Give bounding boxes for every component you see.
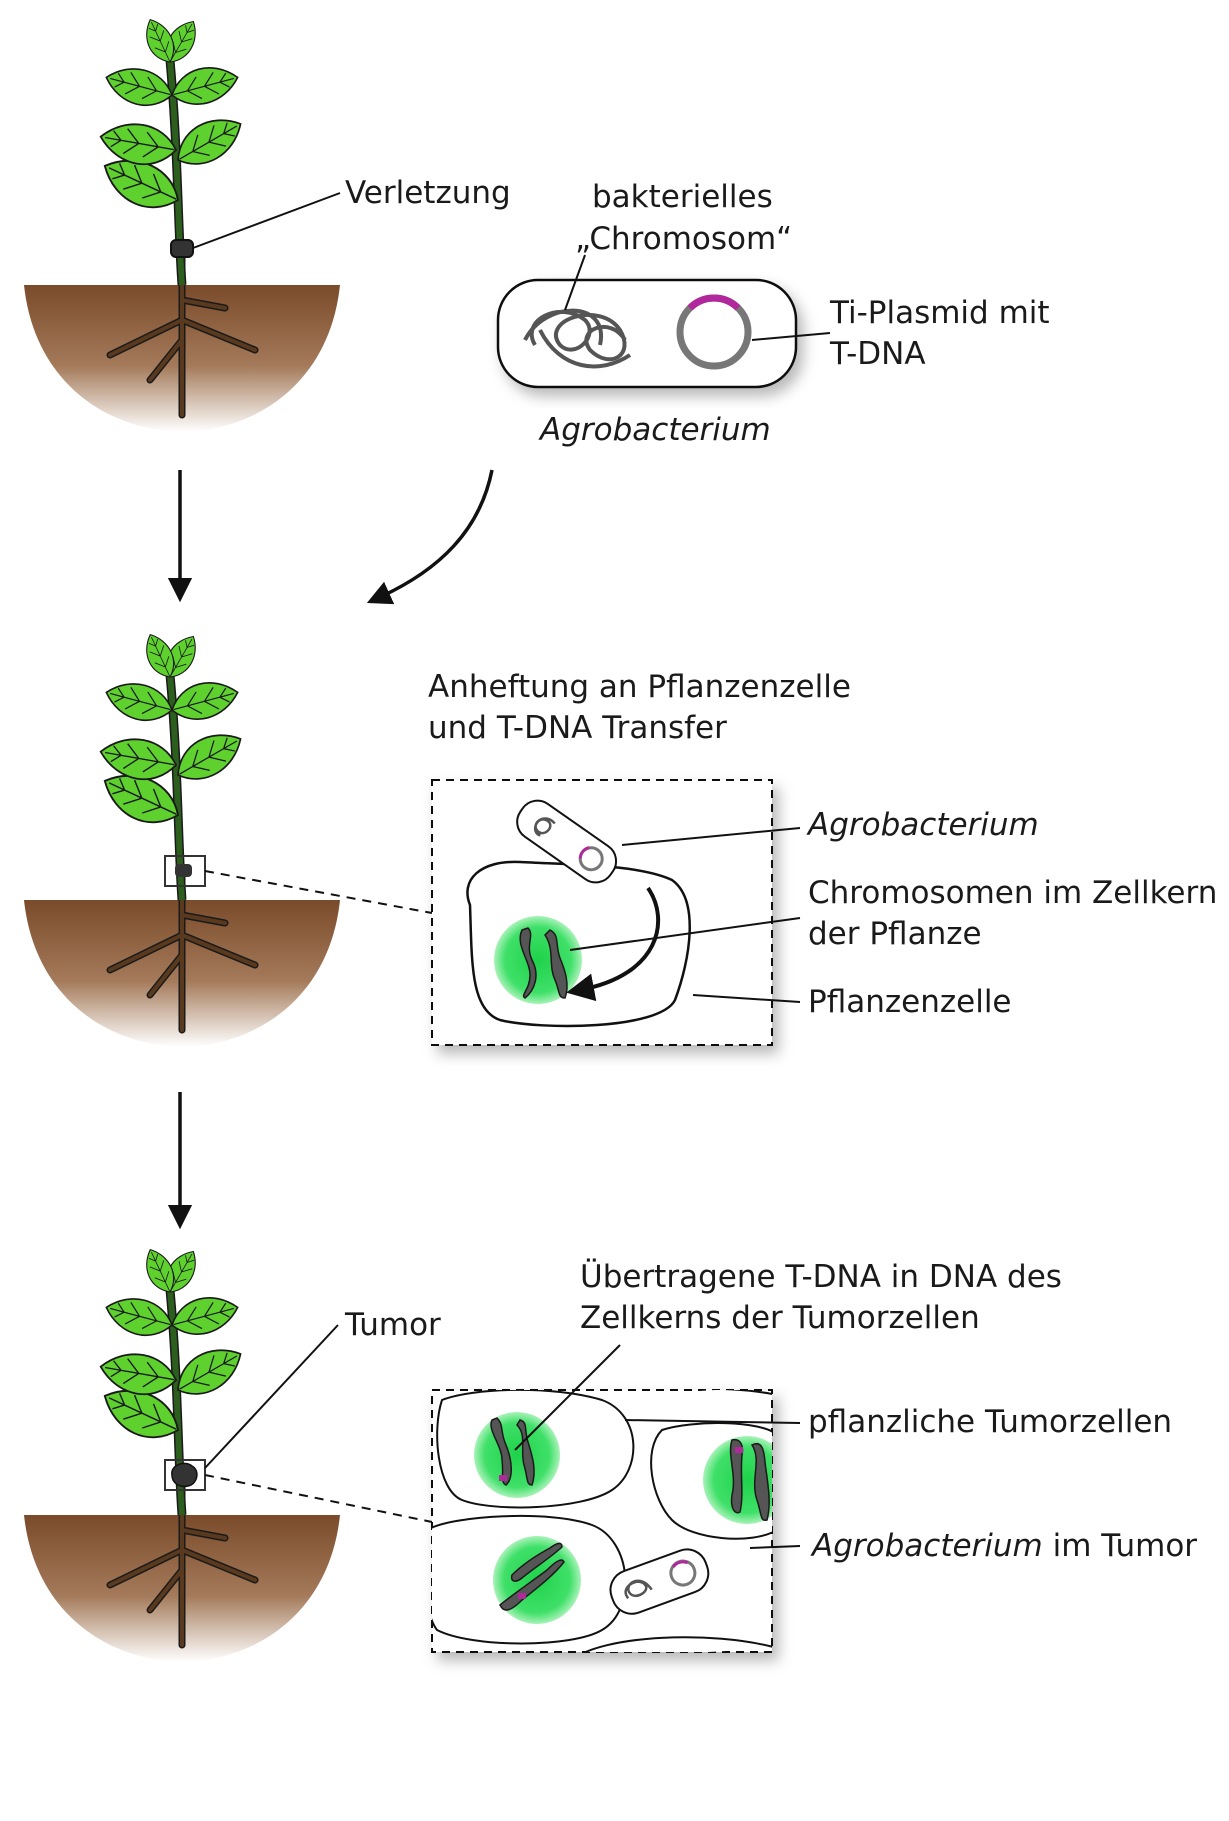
agro-pointer-2 — [621, 827, 801, 846]
tumor-cell-5 — [583, 1636, 772, 1652]
tumor-nucleus-2 — [703, 1436, 772, 1524]
agro-tumor-pointer — [749, 1545, 801, 1549]
wound-label: Verletzung — [345, 175, 511, 211]
attachment-title-1: Anheftung an Pflanzenzelle — [428, 669, 851, 705]
agro-in-tumor-italic: Agrobacterium — [810, 1528, 1043, 1564]
zoom-connector-2 — [204, 870, 433, 914]
nucleus-2 — [494, 916, 582, 1004]
transferred-pointer — [514, 1344, 621, 1451]
wound-pointer — [192, 192, 341, 249]
cell-pointer-2 — [692, 994, 801, 1003]
agro-in-tumor-label: Agrobacterium im Tumor — [810, 1528, 1197, 1564]
zoom-connector-3 — [204, 1474, 433, 1523]
agrobacterium-attached — [516, 799, 618, 884]
agrobacterium-label: Agrobacterium — [538, 412, 771, 448]
plant-3: Tumor — [24, 1244, 441, 1662]
attachment-title-2: und T-DNA Transfer — [428, 710, 727, 746]
plasmid-pointer — [751, 332, 831, 341]
chromosome-pointer-2 — [569, 917, 801, 951]
plant-cell-label: Pflanzenzelle — [808, 984, 1012, 1020]
tumor-label: Tumor — [344, 1307, 441, 1343]
transfer-arrow — [566, 886, 661, 1002]
chromosomes-label-2: der Pflanze — [808, 916, 982, 952]
agrobacterium-in-tumor-icon — [609, 1548, 710, 1615]
bacterium-top: bakterielles „Chromosom“ Ti-Plasmid mit … — [496, 179, 1050, 448]
tdna-segment — [687, 294, 741, 311]
arrow-curved — [366, 469, 494, 605]
attachment-panel: Anheftung an Pflanzenzelle und T-DNA Tra… — [428, 669, 1217, 1046]
plant-2 — [24, 629, 433, 1047]
chromosomes-2 — [519, 927, 568, 999]
tumor-mark — [171, 1462, 198, 1488]
chromosome-pointer — [564, 254, 586, 311]
agro-in-tumor-rest: im Tumor — [1043, 1528, 1198, 1564]
transferred-label-1: Übertragene T-DNA in DNA des — [580, 1258, 1062, 1295]
bacterial-chromosome-icon — [523, 308, 632, 369]
agrobacterium-label-2: Agrobacterium — [806, 807, 1039, 843]
wound-mark — [170, 239, 194, 258]
ti-plasmid-label-2: T-DNA — [829, 336, 926, 372]
tumor-cells-label: pflanzliche Tumorzellen — [808, 1404, 1172, 1440]
transferred-label-2: Zellkerns der Tumorzellen — [580, 1300, 980, 1336]
plant-1: Verletzung — [24, 14, 511, 432]
tumor-panel: Übertragene T-DNA in DNA des Zellkerns d… — [431, 1258, 1197, 1653]
tumor-cells-pointer — [624, 1419, 801, 1424]
tumor-pointer — [204, 1324, 339, 1469]
arrows — [167, 469, 494, 1230]
ti-plasmid-label-1: Ti-Plasmid mit — [829, 295, 1050, 331]
bacterial-chromosome-label-1: bakterielles — [592, 179, 773, 215]
chromosomes-label-1: Chromosomen im Zellkern — [808, 875, 1217, 911]
bacterial-chromosome-label-2: „Chromosom“ — [575, 221, 792, 257]
